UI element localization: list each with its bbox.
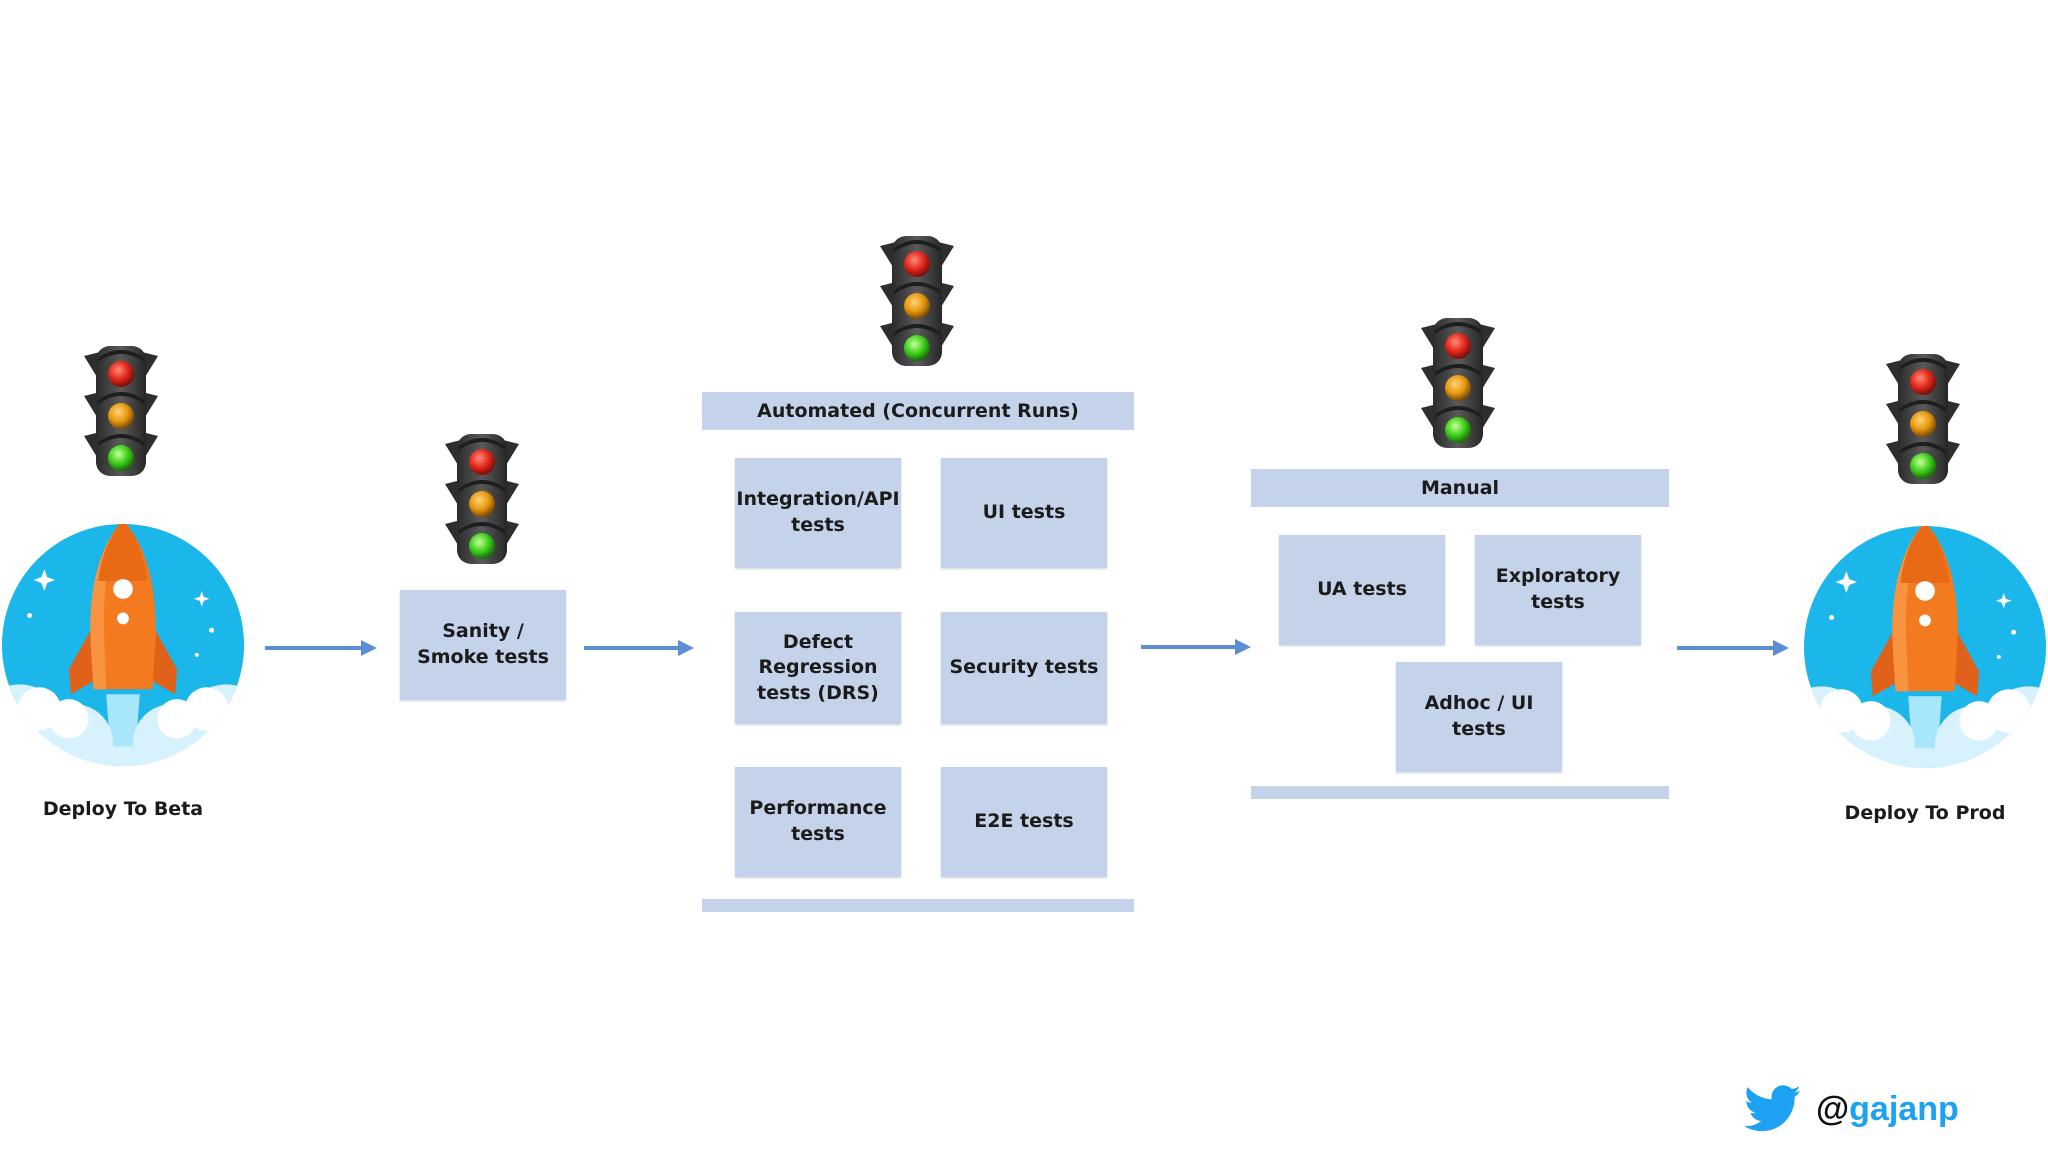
traffic-light-icon [1413, 314, 1503, 454]
test-box-label: E2E tests [974, 810, 1074, 833]
twitter-handle-text: gajanp [1849, 1090, 1959, 1128]
test-box: Security tests [941, 612, 1107, 724]
test-box: Defect Regression tests (DRS) [735, 612, 901, 724]
automated-header-label: Automated (Concurrent Runs) [757, 400, 1079, 422]
automated-header: Automated (Concurrent Runs) [702, 392, 1134, 430]
traffic-light-icon [437, 430, 527, 570]
test-box-label: Exploratory tests [1495, 565, 1621, 613]
flow-arrow [265, 640, 377, 656]
test-box: UI tests [941, 458, 1107, 568]
test-box: E2E tests [941, 767, 1107, 877]
manual-header-label: Manual [1420, 477, 1500, 499]
test-box-label: Defect Regression tests (DRS) [757, 630, 879, 704]
test-box: Integration/API tests [735, 458, 901, 568]
test-box: Adhoc / UI tests [1396, 662, 1562, 772]
manual-header: Manual [1251, 469, 1669, 507]
test-box-label: Adhoc / UI tests [1424, 692, 1534, 740]
test-box: UA tests [1279, 535, 1445, 645]
traffic-light-icon [1878, 350, 1968, 490]
flow-arrow [584, 640, 694, 656]
sanity-smoke-tests-box: Sanity / Smoke tests [400, 590, 566, 700]
deploy-prod-label: Deploy To Prod [1844, 802, 2006, 824]
deploy-beta-label: Deploy To Beta [42, 798, 204, 820]
test-box-label: Integration/API tests [736, 488, 900, 536]
flow-arrow [1677, 640, 1789, 656]
test-box-label: Performance tests [749, 797, 887, 845]
twitter-handle: @gajanp [1816, 1090, 1959, 1129]
automated-footer-bar [702, 899, 1134, 912]
flow-arrow [1141, 639, 1251, 655]
traffic-light-icon [76, 342, 166, 482]
test-box: Performance tests [735, 767, 901, 877]
test-box-label: Security tests [949, 656, 1099, 679]
rocket-icon [1802, 522, 2048, 772]
rocket-icon [0, 520, 246, 770]
twitter-bird-icon [1744, 1085, 1801, 1132]
test-box: Exploratory tests [1475, 535, 1641, 645]
test-box-label: UA tests [1317, 578, 1407, 601]
traffic-light-icon [872, 232, 962, 372]
at-sign: @ [1816, 1090, 1850, 1128]
sanity-smoke-tests-label: Sanity / Smoke tests [417, 620, 549, 668]
test-box-label: UI tests [982, 501, 1066, 524]
manual-footer-bar [1251, 786, 1669, 799]
